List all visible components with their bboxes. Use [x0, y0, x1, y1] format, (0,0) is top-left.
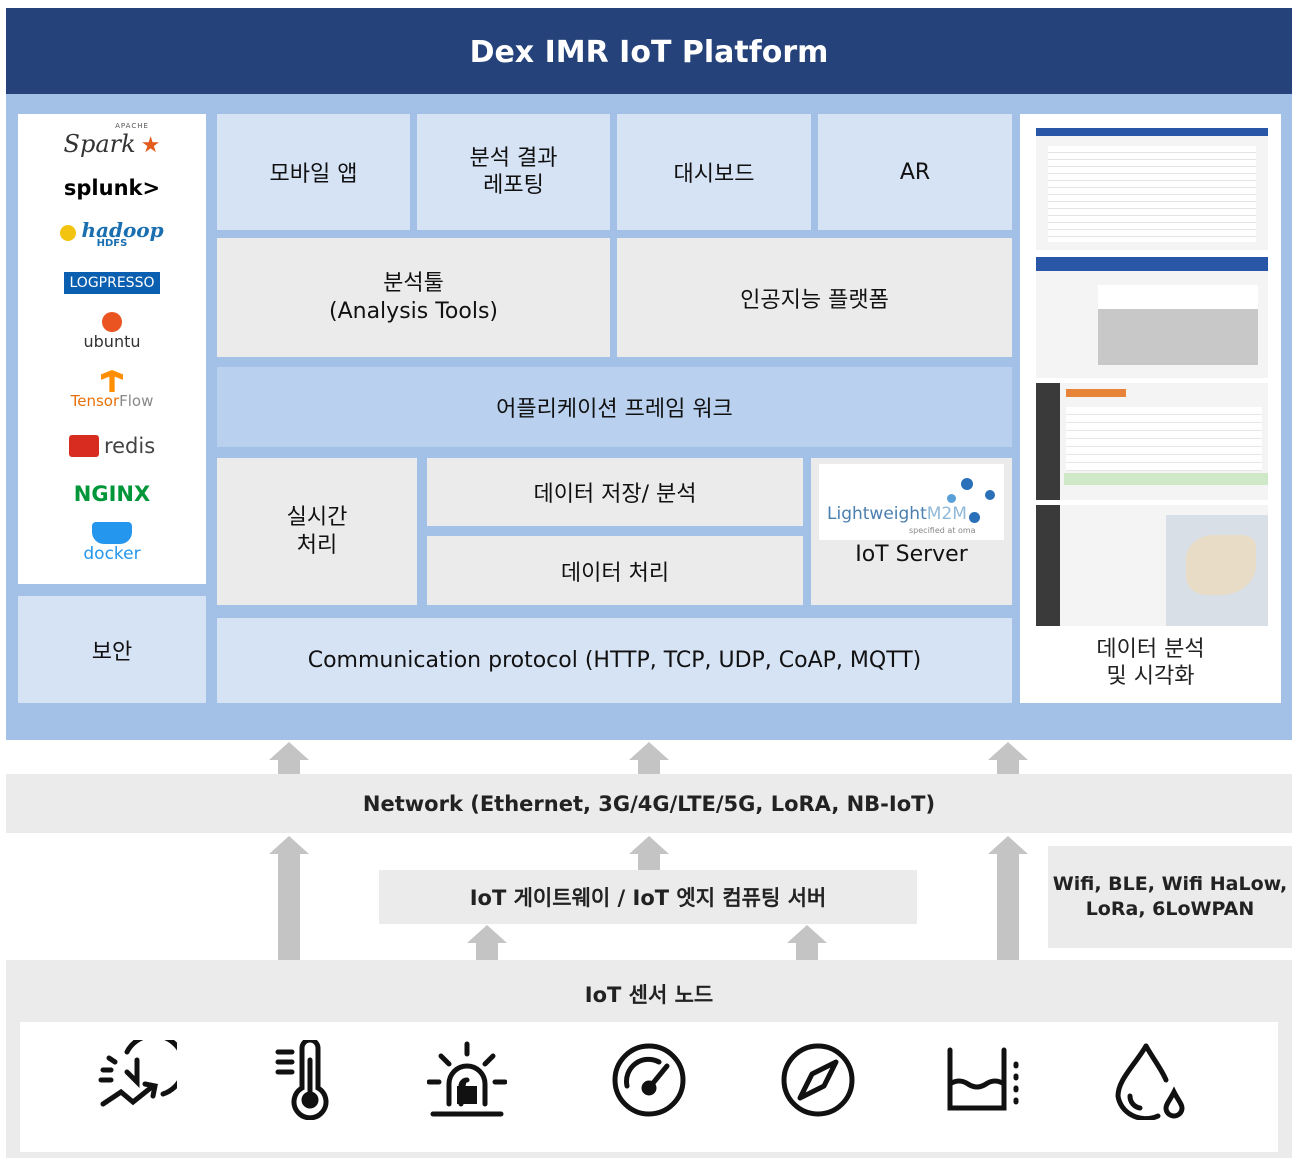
screenshot-list	[1036, 383, 1268, 500]
screenshot-table	[1036, 128, 1268, 250]
arrow-up	[467, 925, 507, 943]
arrow-up	[988, 836, 1028, 854]
lwm2m-logo: LightweightM2M specified at oma	[819, 464, 1004, 540]
ai-platform-block: 인공지능 플랫폼	[617, 238, 1012, 357]
ubuntu-logo: ubuntu	[18, 312, 206, 351]
arrow-up	[988, 742, 1028, 760]
nginx-logo: NGINX	[73, 482, 151, 506]
tech-logos-panel: APACHE Spark ★ splunk> hadoop HDFS LOGPR…	[18, 114, 206, 584]
page-title: Dex IMR IoT Platform	[6, 8, 1292, 96]
speed-timer-icon	[97, 1032, 187, 1120]
ar-block: AR	[818, 114, 1012, 230]
arrow-up	[629, 836, 669, 854]
pressure-gauge-icon	[609, 1040, 689, 1120]
wireless-protocols-box: Wifi, BLE, Wifi HaLow, LoRa, 6LoWPAN	[1048, 846, 1292, 948]
docker-logo: docker	[18, 522, 206, 564]
security-block: 보안	[18, 596, 206, 703]
spark-logo: APACHE Spark ★	[63, 122, 161, 158]
protocol-block: Communication protocol (HTTP, TCP, UDP, …	[217, 618, 1012, 703]
data-storage-block: 데이터 저장/ 분석	[427, 458, 803, 526]
analysis-tools-block: 분석툴 (Analysis Tools)	[217, 238, 610, 357]
humidity-drop-icon	[1112, 1040, 1192, 1122]
water-level-icon	[944, 1040, 1024, 1120]
iot-server-block: LightweightM2M specified at oma IoT Serv…	[811, 458, 1012, 605]
arrow-up	[629, 742, 669, 760]
mobile-app-block: 모바일 앱	[217, 114, 410, 230]
gateway-bar: IoT 게이트웨이 / IoT 엣지 컴퓨팅 서버	[379, 870, 917, 924]
dashboard-block: 대시보드	[617, 114, 811, 230]
logpresso-logo: LOGPRESSO	[18, 272, 206, 294]
alarm-siren-icon	[426, 1040, 508, 1120]
visualization-label: 데이터 분석 및 시각화	[1096, 636, 1205, 690]
report-block: 분석 결과 레포팅	[417, 114, 610, 230]
screenshot-chart	[1036, 257, 1268, 378]
data-processing-block: 데이터 처리	[427, 536, 803, 605]
compass-icon	[778, 1040, 858, 1120]
sensor-nodes-title: IoT 센서 노드	[584, 983, 714, 1007]
app-framework-block: 어플리케이션 프레임 워크	[217, 367, 1012, 447]
splunk-logo: splunk>	[63, 176, 161, 200]
arrow-up	[269, 836, 309, 854]
arrow-up	[787, 925, 827, 943]
realtime-block: 실시간 처리	[217, 458, 417, 605]
thermometer-icon	[268, 1037, 348, 1121]
network-bar: Network (Ethernet, 3G/4G/LTE/5G, LoRA, N…	[6, 774, 1292, 833]
hadoop-logo: hadoop HDFS	[18, 218, 206, 249]
redis-logo: redis	[18, 434, 206, 458]
arrow-up	[269, 742, 309, 760]
screenshot-map	[1036, 505, 1268, 626]
tensorflow-logo: TensorFlow	[18, 370, 206, 410]
